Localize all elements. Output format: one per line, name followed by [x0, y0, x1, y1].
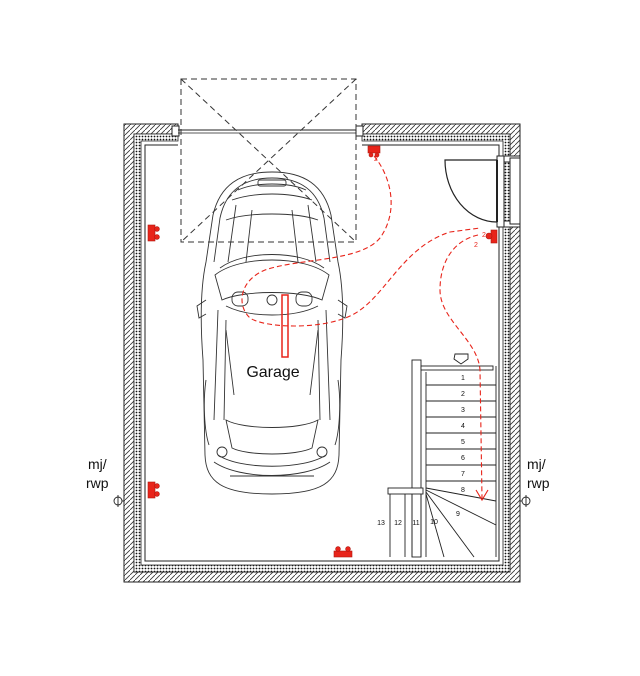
electrical-fittings	[147, 145, 498, 558]
step-number: 7	[461, 471, 465, 478]
step-number: 4	[461, 423, 465, 430]
socket-bottom	[333, 546, 353, 558]
step-number: 11	[412, 520, 419, 527]
circuit-label: 2	[474, 242, 478, 249]
side-door	[444, 155, 521, 228]
staircase	[387, 353, 497, 558]
circuit-label: 2	[374, 156, 378, 163]
step-number: 9	[456, 511, 460, 518]
garage-door-swing	[180, 78, 357, 243]
light-switch-top	[367, 145, 381, 158]
wall-insulation	[133, 133, 511, 573]
step-number: 8	[461, 487, 465, 494]
left-annotation-line2: rwp	[86, 475, 109, 491]
stair-step-numbers: 1 2 3 4 5 6 7 8 9 10 11 12 13	[377, 375, 465, 527]
socket-left-lower	[147, 481, 160, 499]
right-annotation-line1: mj/	[527, 456, 546, 472]
car-windshield	[214, 259, 330, 301]
step-number: 6	[461, 455, 465, 462]
door-jamb-left	[171, 125, 180, 137]
light-switch-door	[485, 229, 498, 244]
step-number: 10	[430, 519, 438, 526]
step-number: 5	[461, 439, 465, 446]
step-number: 1	[461, 375, 465, 382]
electrical-circuit	[241, 155, 489, 502]
socket-left-upper	[147, 224, 160, 242]
step-number: 3	[461, 407, 465, 414]
left-annotation-line1: mj/	[88, 456, 107, 472]
circuit-label: 2	[482, 232, 486, 239]
room-label: Garage	[246, 364, 299, 381]
door-jamb-right	[355, 125, 364, 137]
step-number: 2	[461, 391, 465, 398]
step-number: 12	[394, 520, 402, 527]
car-body	[200, 171, 344, 495]
walls	[123, 123, 521, 583]
car	[196, 171, 348, 495]
car-rear-window	[225, 419, 319, 455]
right-annotation-line2: rwp	[527, 475, 550, 491]
step-number: 13	[377, 520, 385, 527]
downpipe-left	[113, 495, 124, 507]
inner-lining	[144, 144, 500, 562]
downpipe-right	[520, 495, 531, 507]
